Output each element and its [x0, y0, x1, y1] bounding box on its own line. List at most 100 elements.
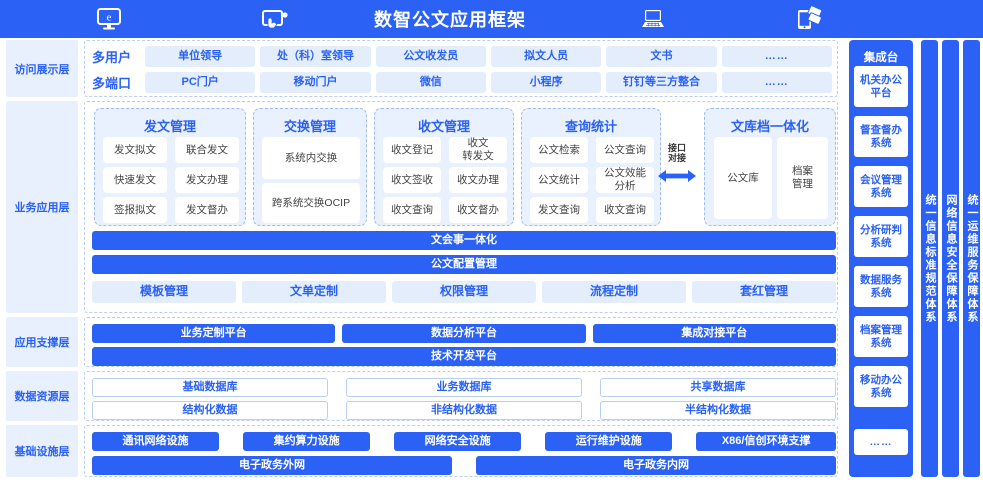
- data-item[interactable]: 业务数据库: [346, 378, 582, 397]
- infra-item[interactable]: X86/信创环境支撑: [696, 432, 837, 451]
- touchscreen-hand-icon: [258, 5, 292, 33]
- infra-item[interactable]: 集约算力设施: [243, 432, 371, 451]
- side-bar-standards[interactable]: 统一信息标准规范体系: [921, 40, 938, 477]
- card-item[interactable]: 收文查询: [596, 197, 654, 223]
- card-item[interactable]: 收文督办: [449, 197, 507, 223]
- access-item[interactable]: 钉钉等三方整合: [606, 72, 717, 93]
- business-card-fawen: 发文管理 发文拟文 联合发文 快速发文 发文办理 签报拟文 发文督办: [94, 108, 246, 226]
- connector-label: 接口 对接: [667, 142, 686, 163]
- data-top-row: 基础数据库 业务数据库 共享数据库: [92, 378, 836, 397]
- access-rows: 多用户 单位领导 处（科）室领导 公文收发员 拟文人员 文书 …… 多端口 PC…: [92, 46, 832, 93]
- card-item[interactable]: 收文 转发文: [449, 137, 507, 163]
- access-item[interactable]: 拟文人员: [490, 46, 602, 67]
- card-item[interactable]: 快速发文: [103, 167, 167, 193]
- card-title: 收文管理: [417, 119, 470, 134]
- config-items-row: 模板管理 文单定制 权限管理 流程定制 套红管理: [92, 281, 836, 303]
- integration-item[interactable]: 移动办公 系统: [854, 366, 908, 407]
- card-item[interactable]: 公文统计: [530, 167, 588, 193]
- integration-item[interactable]: 档案管理 系统: [854, 316, 908, 357]
- support-item[interactable]: 数据分析平台: [342, 324, 586, 343]
- support-item[interactable]: 业务定制平台: [92, 324, 336, 343]
- card-item[interactable]: 收文登记: [383, 137, 441, 163]
- layer-label-infra: 基础设施层: [6, 425, 78, 477]
- card-item[interactable]: 档案 管理: [777, 137, 828, 219]
- access-row-multiport: 多端口 PC门户 移动门户 微信 小程序 钉钉等三方整合 ……: [92, 72, 832, 93]
- bar-gongwen-config[interactable]: 公文配置管理: [92, 255, 836, 274]
- card-item[interactable]: 发文督办: [175, 197, 239, 223]
- integration-item[interactable]: 督查督办 系统: [854, 116, 908, 157]
- card-item[interactable]: 发文查询: [530, 197, 588, 223]
- card-item[interactable]: 公文查询: [596, 137, 654, 163]
- access-row-key: 多用户: [92, 50, 132, 65]
- config-item[interactable]: 模板管理: [92, 281, 236, 303]
- access-item[interactable]: PC门户: [145, 72, 256, 93]
- desktop-e-icon: e: [92, 5, 126, 33]
- access-item-more[interactable]: ……: [721, 46, 832, 67]
- config-item[interactable]: 流程定制: [542, 281, 686, 303]
- data-item[interactable]: 结构化数据: [92, 401, 328, 420]
- card-item[interactable]: 收文办理: [449, 167, 507, 193]
- access-item-more[interactable]: ……: [721, 72, 832, 93]
- integration-item[interactable]: 分析研判 系统: [854, 216, 908, 257]
- side-bar-operations[interactable]: 统一运维服务保障体系: [963, 40, 980, 477]
- card-item[interactable]: 跨系统交换OCIP: [262, 183, 360, 223]
- access-item[interactable]: 文书: [606, 46, 717, 67]
- integration-item[interactable]: 数据服务 系统: [854, 266, 908, 307]
- support-item[interactable]: 集成对接平台: [592, 324, 836, 343]
- card-item[interactable]: 签报拟文: [103, 197, 167, 223]
- infra-item[interactable]: 网络安全设施: [394, 432, 522, 451]
- layer-label-access: 访问展示层: [6, 40, 78, 97]
- data-item[interactable]: 共享数据库: [600, 378, 836, 397]
- infra-item[interactable]: 电子政务内网: [476, 456, 836, 475]
- card-title: 交换管理: [283, 119, 336, 134]
- business-card-jiaohuan: 交换管理 系统内交换 跨系统交换OCIP: [253, 108, 367, 226]
- card-item[interactable]: 联合发文: [175, 137, 239, 163]
- access-item[interactable]: 处（科）室领导: [260, 46, 371, 67]
- svg-text:e: e: [107, 12, 112, 24]
- infra-item[interactable]: 通讯网络设施: [92, 432, 220, 451]
- integration-item-more[interactable]: ……: [854, 429, 908, 455]
- bar-wenhuishi[interactable]: 文会事一体化: [92, 231, 836, 250]
- interface-connector: 接口 对接: [655, 136, 699, 192]
- data-item[interactable]: 基础数据库: [92, 378, 328, 397]
- card-item[interactable]: 公文库: [714, 137, 772, 219]
- side-bar-security[interactable]: 网络信息安全保障体系: [942, 40, 959, 477]
- config-item[interactable]: 权限管理: [392, 281, 536, 303]
- integration-item[interactable]: 机关办公 平台: [854, 66, 908, 107]
- card-item[interactable]: 收文签收: [383, 167, 441, 193]
- mobile-devices-icon: [792, 5, 826, 33]
- integration-panel: 集成台 机关办公 平台 督查督办 系统 会议管理 系统 分析研判 系统 数据服务…: [849, 40, 913, 477]
- access-row-multiuser: 多用户 单位领导 处（科）室领导 公文收发员 拟文人员 文书 ……: [92, 46, 832, 67]
- card-item[interactable]: 公文检索: [530, 137, 588, 163]
- layer-label-data: 数据资源层: [6, 371, 78, 421]
- support-item-tech-platform[interactable]: 技术开发平台: [92, 347, 836, 366]
- card-item[interactable]: 发文办理: [175, 167, 239, 193]
- support-top-row: 业务定制平台 数据分析平台 集成对接平台: [92, 324, 836, 343]
- infra-item[interactable]: 运行维护设施: [545, 432, 673, 451]
- access-item[interactable]: 微信: [375, 72, 486, 93]
- infra-top-row: 通讯网络设施 集约算力设施 网络安全设施 运行维护设施 X86/信创环境支撑: [92, 432, 837, 451]
- access-item[interactable]: 公文收发员: [375, 46, 486, 67]
- business-card-wenku: 文库档一体化 公文库 档案 管理: [704, 108, 836, 226]
- infra-bottom-row: 电子政务外网 电子政务内网: [92, 456, 836, 475]
- data-item[interactable]: 半结构化数据: [600, 401, 836, 420]
- double-arrow-icon: [658, 170, 696, 183]
- infra-item[interactable]: 电子政务外网: [92, 456, 452, 475]
- access-item[interactable]: 小程序: [490, 72, 602, 93]
- access-item[interactable]: 移动门户: [260, 72, 371, 93]
- card-item[interactable]: 发文拟文: [103, 137, 167, 163]
- integration-title: 集成台: [863, 52, 899, 64]
- access-item[interactable]: 单位领导: [145, 46, 256, 67]
- card-item[interactable]: 系统内交换: [262, 137, 360, 179]
- business-card-chaxun: 查询统计 公文检索 公文查询 公文统计 公文效能 分析 发文查询 收文查询: [521, 108, 661, 226]
- access-row-key: 多端口: [92, 76, 132, 91]
- integration-item[interactable]: 会议管理 系统: [854, 166, 908, 207]
- config-item[interactable]: 套红管理: [692, 281, 836, 303]
- card-item[interactable]: 收文查询: [383, 197, 441, 223]
- data-item[interactable]: 非结构化数据: [346, 401, 582, 420]
- config-item[interactable]: 文单定制: [242, 281, 386, 303]
- card-item[interactable]: 公文效能 分析: [596, 167, 654, 193]
- business-card-shouwen: 收文管理 收文登记 收文 转发文 收文签收 收文办理 收文查询 收文督办: [374, 108, 514, 226]
- page-title: 数智公文应用框架: [374, 10, 526, 30]
